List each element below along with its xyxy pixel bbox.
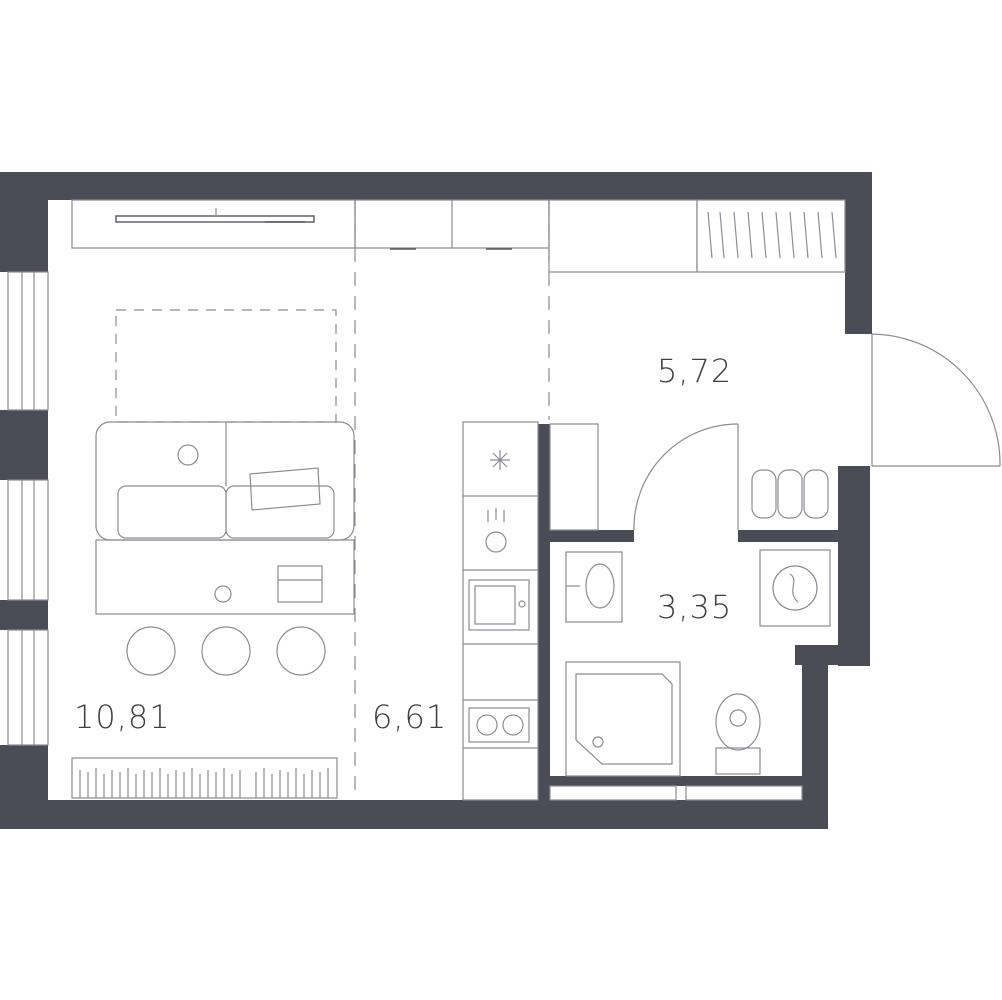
sofa [95,421,355,541]
shower [565,661,681,777]
upper-cabinets [354,199,698,273]
washing-machine [759,549,831,627]
bookshelf [71,757,338,799]
wardrobe [696,199,846,273]
kitchen-counter [462,421,539,801]
bottom-closets [549,785,803,801]
bathroom-area: 3,35 [657,588,732,626]
washbasin [565,551,623,623]
living-room-area: 10,81 [74,698,171,736]
windows [7,271,49,746]
stools [126,626,326,676]
bed-outline [115,309,337,423]
shoe-rack [751,469,829,519]
hall-cabinet [549,423,599,531]
hob-icon [468,707,530,743]
bathroom-door [633,423,739,531]
desk [95,539,355,615]
entrance-door [871,333,1001,467]
toilet [715,693,761,775]
tv-unit [71,199,356,249]
dishwasher-icon [485,508,507,553]
area-labels: 10,81 6,61 5,72 3,35 [74,352,732,736]
hallway-area: 5,72 [657,352,732,390]
kitchen-area: 6,61 [372,698,447,736]
walls [0,172,872,829]
fridge-icon [490,450,510,470]
sink-icon [468,579,530,631]
